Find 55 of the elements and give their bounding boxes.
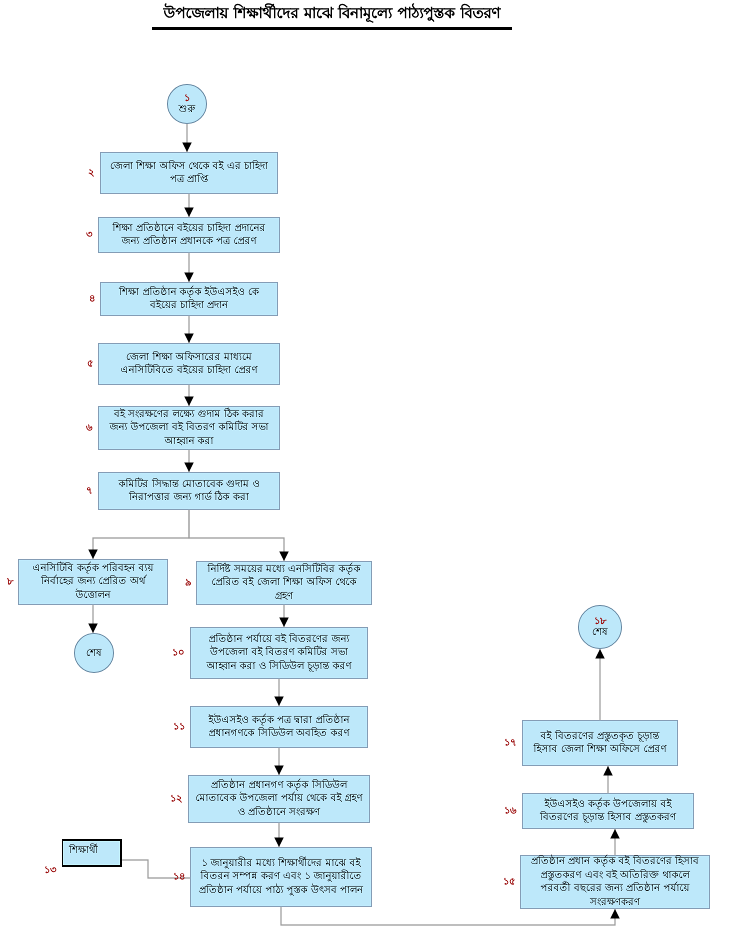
step-number: ১১ bbox=[173, 720, 185, 734]
step-number: ১ bbox=[184, 93, 190, 104]
arrow bbox=[184, 253, 194, 282]
step-text: শেষ bbox=[592, 627, 608, 638]
step-text: শিক্ষার্থী bbox=[69, 843, 98, 858]
step-number: ৩ bbox=[86, 228, 93, 242]
step-text: প্রতিষ্ঠান প্রধান কর্তৃক বই বিতরণের হিসাব প্রস্তুতকরণ এবং বই অতিরিক্ত থাকলে পরবর্তী বছরের জন্য প্রতিষ্ঠান পর্যায়ে সংরক্ষণকরণ bbox=[530, 855, 700, 909]
step-text: ইউএসইও কর্তৃক উপজেলায় বই বিতরণের চূড়ান্ত হিসাব প্রস্তুতকরণ bbox=[538, 798, 678, 824]
arrow bbox=[610, 829, 620, 855]
arrow bbox=[279, 605, 289, 627]
step-text: প্রতিষ্ঠান পর্যায়ে বই বিতরণের জন্য উপজেলা বই বিতরণ কমিটির সভা আহ্বান করা ও সিডিউল চূড়ান্ত করণ bbox=[205, 632, 353, 674]
step-number: ৪ bbox=[89, 292, 95, 306]
step-text: ১ জানুয়ারীর মধ্যে শিক্ষার্থীদের মাঝে বই বিতরন সম্পন্ন করণ এবং ১ জানুয়ারীতে প্রতিষ্ঠান পর্যায়ে পাঠ্য পুস্তক উৎসব পালন bbox=[198, 856, 364, 898]
step-number: ১৭ bbox=[504, 736, 517, 750]
step-text: ইউএসইও কর্তৃক পত্র দ্বারা প্রতিষ্ঠান প্রধানগণকে সিডিউল অবহিত করণ bbox=[207, 714, 351, 740]
step-number: ৮ bbox=[7, 575, 13, 589]
step-text: প্রতিষ্ঠান প্রধানগণ কর্তৃক সিডিউল মোতাবেক উপজেলা পর্যায় থেকে বই গ্রহণ ও প্রতিষ্ঠানে সংরক্ষণ bbox=[195, 778, 363, 820]
arrow bbox=[280, 907, 620, 926]
arrow bbox=[274, 748, 284, 775]
step-number: ১৪ bbox=[173, 870, 185, 884]
arrow bbox=[595, 649, 605, 720]
arrow bbox=[274, 679, 284, 706]
step-number: ৭ bbox=[86, 484, 93, 498]
step-number: ৬ bbox=[86, 421, 93, 435]
arrow bbox=[184, 385, 194, 406]
step-number: ১৮ bbox=[594, 616, 606, 627]
step-text: এনসিটিবি কর্তৃক পরিবহন ব্যয় নির্বাহের জন্য প্রেরিত অর্থ উত্তোলন bbox=[32, 562, 154, 602]
arrow bbox=[182, 124, 192, 152]
step-text: শিক্ষা প্রতিষ্ঠানে বইয়ের চাহিদা প্রদানের জন্য প্রতিষ্ঠান প্রধানকে পত্র প্রেরণ bbox=[111, 222, 266, 248]
step-text: জেলা শিক্ষা অফিস থেকে বই এর চাহিদা পত্র প্রাপ্তি bbox=[108, 160, 270, 186]
step-number: ২ bbox=[88, 166, 95, 180]
diagram-title: উপজেলায় শিক্ষার্থীদের মাঝে বিনামূল্যে পাঠ্যপুস্তক বিতরণ bbox=[152, 2, 512, 30]
arrow bbox=[184, 450, 194, 472]
step-text: শিক্ষা প্রতিষ্ঠান কর্তৃক ইউএসইও কে বইয়ের চাহিদা প্রদান bbox=[118, 286, 260, 312]
step-number: ১৩ bbox=[44, 864, 57, 878]
arrow bbox=[184, 194, 194, 217]
step-number: ১৫ bbox=[503, 875, 515, 889]
step-number: ৫ bbox=[87, 357, 93, 371]
step-text: বই সংরক্ষণের লক্ষ্যে গুদাম ঠিক করার জন্য উপজেলা বই বিতরণ কমিটির সভা আহ্বান করা bbox=[108, 408, 270, 448]
step-number: ১০ bbox=[172, 646, 185, 660]
connector-line bbox=[122, 859, 190, 879]
arrow bbox=[184, 316, 194, 343]
arrow bbox=[188, 510, 289, 561]
step-text: শেষ bbox=[86, 648, 102, 658]
arrow bbox=[88, 605, 98, 633]
step-text: শুরু bbox=[178, 104, 196, 115]
step-text: বই বিতরণের প্রস্তুতকৃত চূড়ান্ত হিসাব জেলা শিক্ষা অফিসে প্রেরণ bbox=[532, 730, 668, 756]
step-number: ১২ bbox=[170, 792, 183, 806]
step-text: কমিটির সিদ্ধান্ত মোতাবেক গুদাম ও নিরাপত্তার জন্য গার্ড ঠিক করা bbox=[117, 478, 260, 504]
step-text: নির্দিষ্ট সময়ের মধ্যে এনসিটিবির কর্তৃক প্রেরিত বই জেলা শিক্ষা অফিস থেকে গ্রহণ bbox=[206, 562, 362, 604]
step-number: ১৬ bbox=[504, 804, 517, 818]
step-number: ৯ bbox=[185, 576, 191, 590]
step-text: জেলা শিক্ষা অফিসারের মাধ্যমে এনসিটিবিতে বইয়ের চাহিদা প্রেরণ bbox=[120, 350, 259, 378]
arrow bbox=[603, 766, 613, 793]
arrow bbox=[274, 823, 284, 847]
